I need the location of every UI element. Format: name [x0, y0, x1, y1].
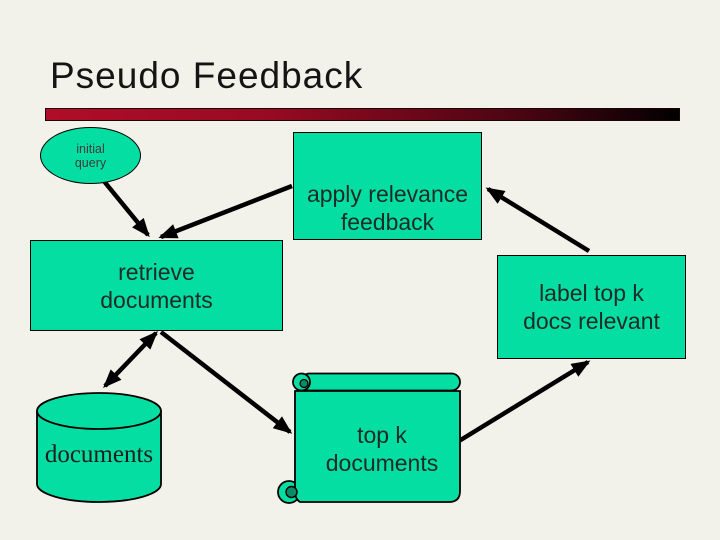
- accent-bar: [45, 108, 680, 121]
- node-apply-relevance-feedback: apply relevance feedback: [293, 132, 482, 240]
- node-initial-query: initial query: [40, 127, 141, 184]
- node-label-line: apply relevance: [306, 181, 469, 207]
- node-label-line: initial: [76, 141, 105, 156]
- arrow-retrieve-documentsdb-bidirectional: [103, 330, 158, 389]
- node-label-line: retrieve: [118, 258, 195, 285]
- arrow-topk-to-label: [457, 360, 591, 443]
- node-label-line: label top k: [539, 280, 644, 306]
- node-label-line: top k: [357, 421, 407, 448]
- arrow-label-to-apply: [485, 187, 591, 253]
- node-label-line: feedback: [340, 209, 435, 235]
- node-label-line: docs relevant: [523, 308, 660, 334]
- node-label-line: query: [74, 155, 107, 170]
- node-label-line: documents: [325, 449, 439, 476]
- arrow-initialquery-to-retrieve: [101, 178, 150, 238]
- node-label-line: documents: [100, 286, 213, 313]
- node-label-top-k-docs-relevant: label top k docs relevant: [497, 255, 686, 359]
- scroll-shape: [277, 372, 461, 504]
- cylinder-shape: [36, 392, 162, 503]
- node-label-line: documents: [44, 441, 154, 468]
- arrow-apply-to-retrieve: [158, 183, 293, 240]
- node-retrieve-documents: retrieve documents: [30, 240, 283, 331]
- slide-title: Pseudo Feedback: [50, 55, 364, 96]
- node-top-k-documents: top k documents: [277, 372, 463, 508]
- arrow-retrieve-to-topk: [159, 330, 293, 434]
- node-documents-database: documents: [34, 390, 164, 508]
